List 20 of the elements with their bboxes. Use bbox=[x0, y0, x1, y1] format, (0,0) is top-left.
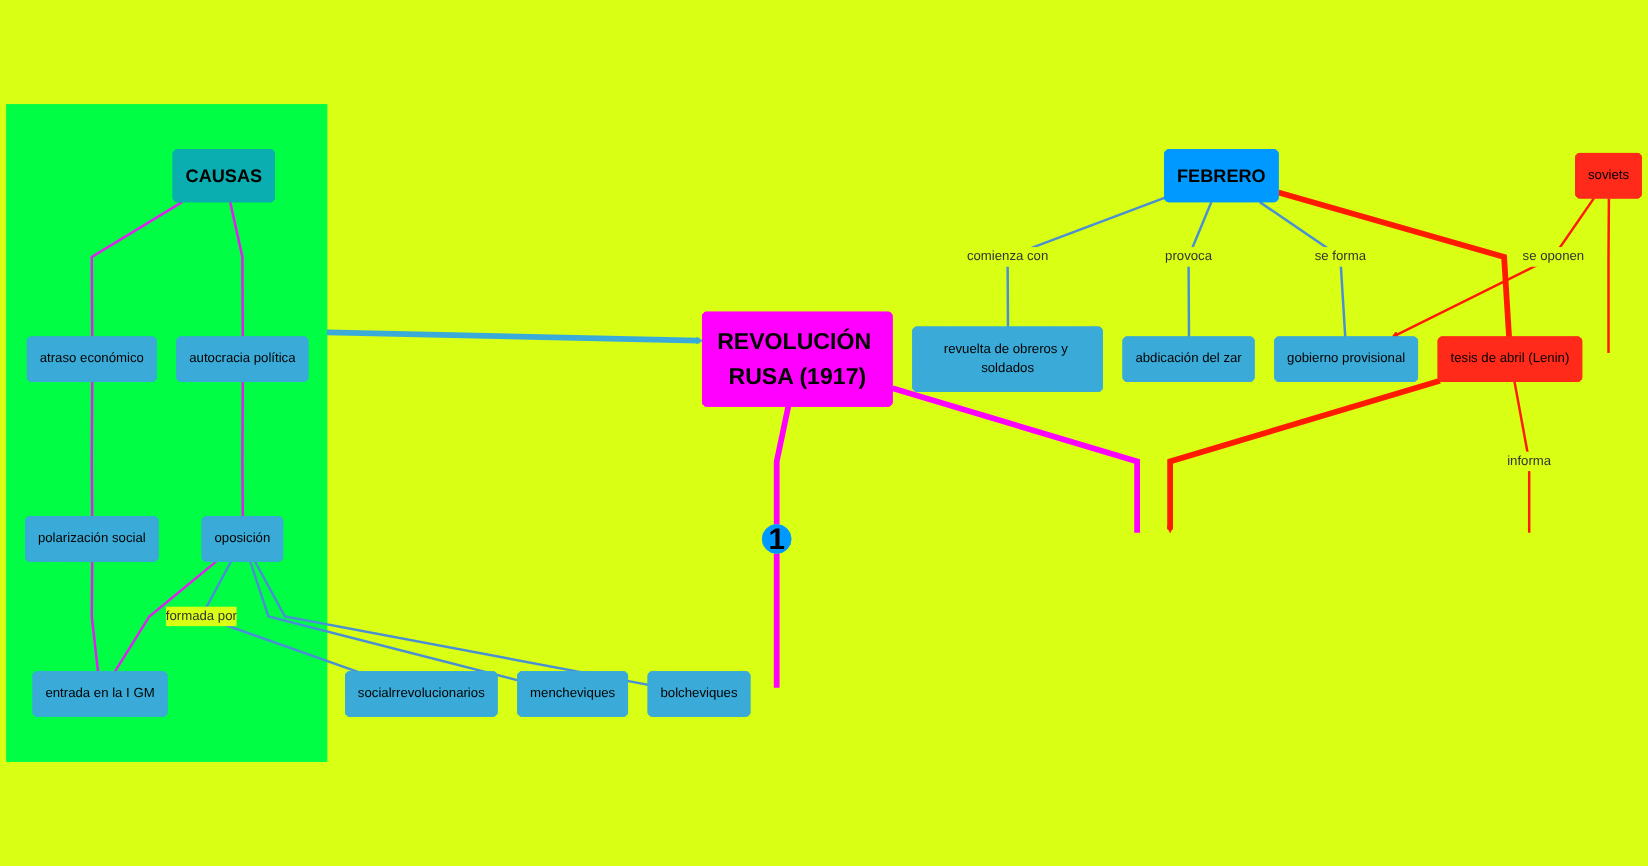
connector bbox=[1513, 381, 1531, 533]
connector bbox=[90, 561, 100, 673]
connector bbox=[90, 381, 94, 518]
arrow bbox=[1166, 378, 1441, 534]
connector bbox=[1277, 189, 1512, 338]
arrow bbox=[1391, 197, 1595, 338]
connector bbox=[891, 385, 1140, 533]
node-circle: 1 bbox=[761, 524, 792, 554]
arrow bbox=[326, 329, 704, 345]
connector bbox=[113, 560, 217, 673]
connector bbox=[773, 553, 780, 688]
connector bbox=[90, 201, 183, 338]
connector bbox=[228, 201, 245, 338]
connector bbox=[1187, 201, 1213, 338]
connector bbox=[253, 561, 649, 687]
connector bbox=[249, 561, 519, 682]
cluster bbox=[6, 104, 328, 762]
connector bbox=[1607, 198, 1611, 353]
connector bbox=[773, 406, 792, 525]
connector bbox=[241, 381, 245, 518]
